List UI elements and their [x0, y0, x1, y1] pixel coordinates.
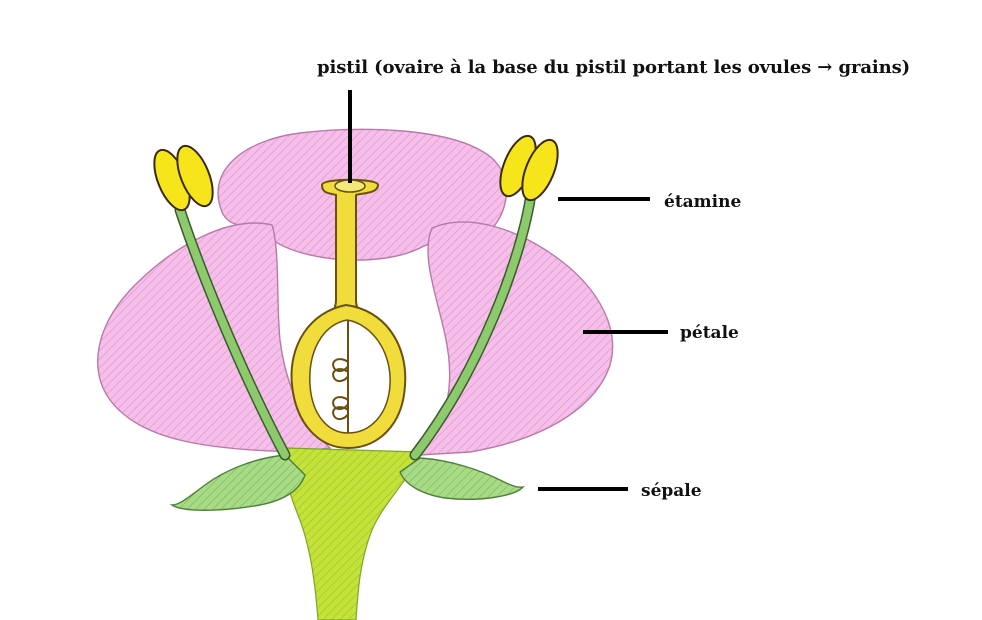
stamen-left-anther: [153, 144, 214, 212]
stamen-right-anther: [499, 134, 559, 202]
ovules: [332, 358, 349, 421]
pistil: [290, 178, 407, 450]
petal-right: [418, 221, 614, 456]
sepal-left: [169, 454, 306, 511]
sepal-right: [399, 457, 525, 500]
receptacle-stem: [283, 447, 421, 620]
pistil-label: pistil (ovaire à la base du pistil porta…: [317, 57, 911, 78]
sepale-label: sépale: [641, 481, 702, 501]
etamine-label: étamine: [664, 192, 742, 212]
petale-label: pétale: [680, 323, 739, 343]
petal-left: [97, 222, 332, 453]
